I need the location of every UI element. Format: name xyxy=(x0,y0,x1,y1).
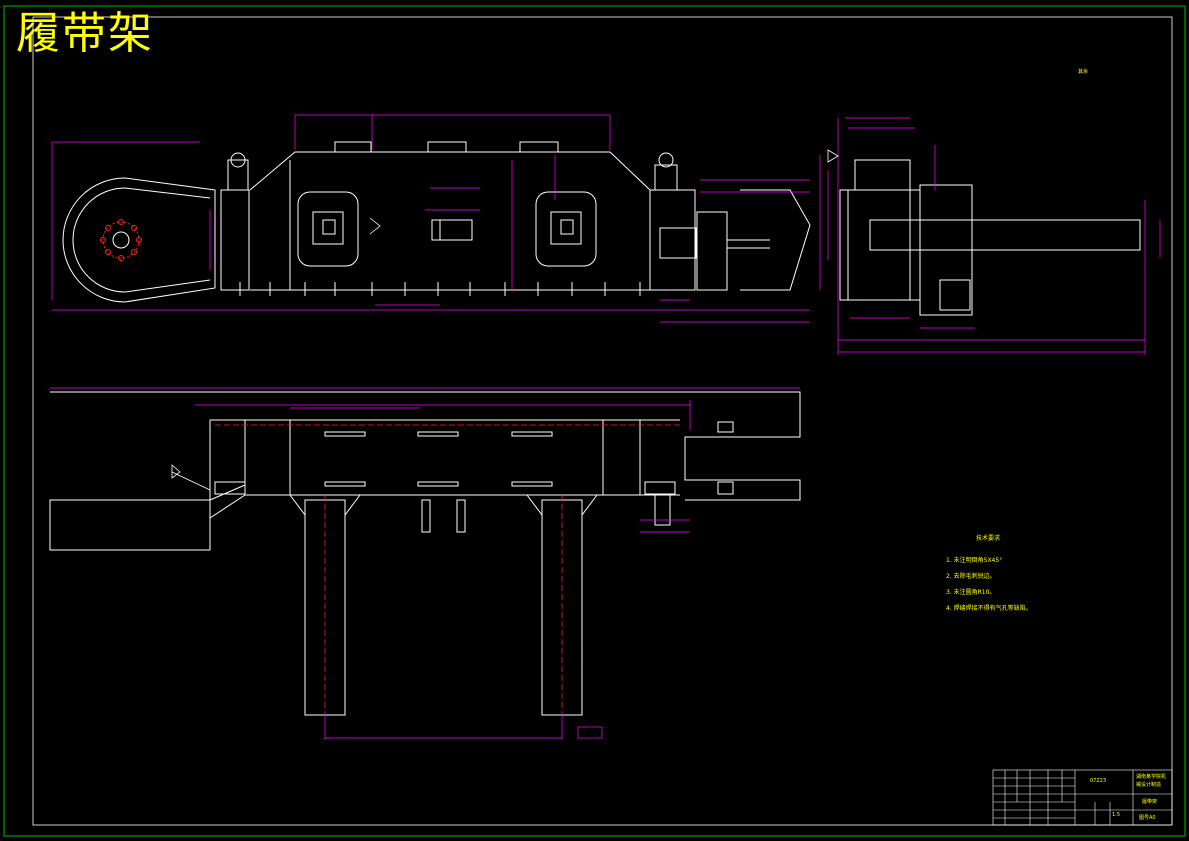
company-line-2: 械设计制造 xyxy=(1136,782,1162,788)
note-item: 2. 去除毛刺锐边。 xyxy=(946,573,996,580)
end-view-dimensions xyxy=(827,117,1161,355)
side-view xyxy=(62,141,811,303)
drawing-title: 履带架 xyxy=(16,8,154,59)
note-item: 1. 未注明倒角5X45° xyxy=(946,557,1003,564)
inner-border xyxy=(32,16,1173,826)
note-item: 3. 未注圆角R10。 xyxy=(946,589,996,596)
notes-heading: 技术要求 xyxy=(976,535,1001,542)
company-line-1: 湖南某学院机 xyxy=(1136,774,1167,780)
scale-value: 1:5 xyxy=(1112,812,1121,818)
end-view xyxy=(839,159,1141,316)
note-item: 4. 焊缝焊接不得有气孔等缺陷。 xyxy=(946,605,1032,612)
part-name: 履带架 xyxy=(1142,799,1158,805)
sheet-label: 图号A0 xyxy=(1139,815,1156,821)
plan-view-dimensions xyxy=(50,387,800,740)
datum-symbols xyxy=(171,149,839,491)
plan-view xyxy=(49,391,801,716)
drawing-number: 07Z23 xyxy=(1090,778,1107,784)
roughness-label: 其余 xyxy=(1078,69,1089,75)
plan-view-centerlines xyxy=(215,424,680,712)
side-view-dimensions xyxy=(51,114,821,323)
outer-border xyxy=(3,5,1186,837)
title-block xyxy=(992,769,1173,826)
